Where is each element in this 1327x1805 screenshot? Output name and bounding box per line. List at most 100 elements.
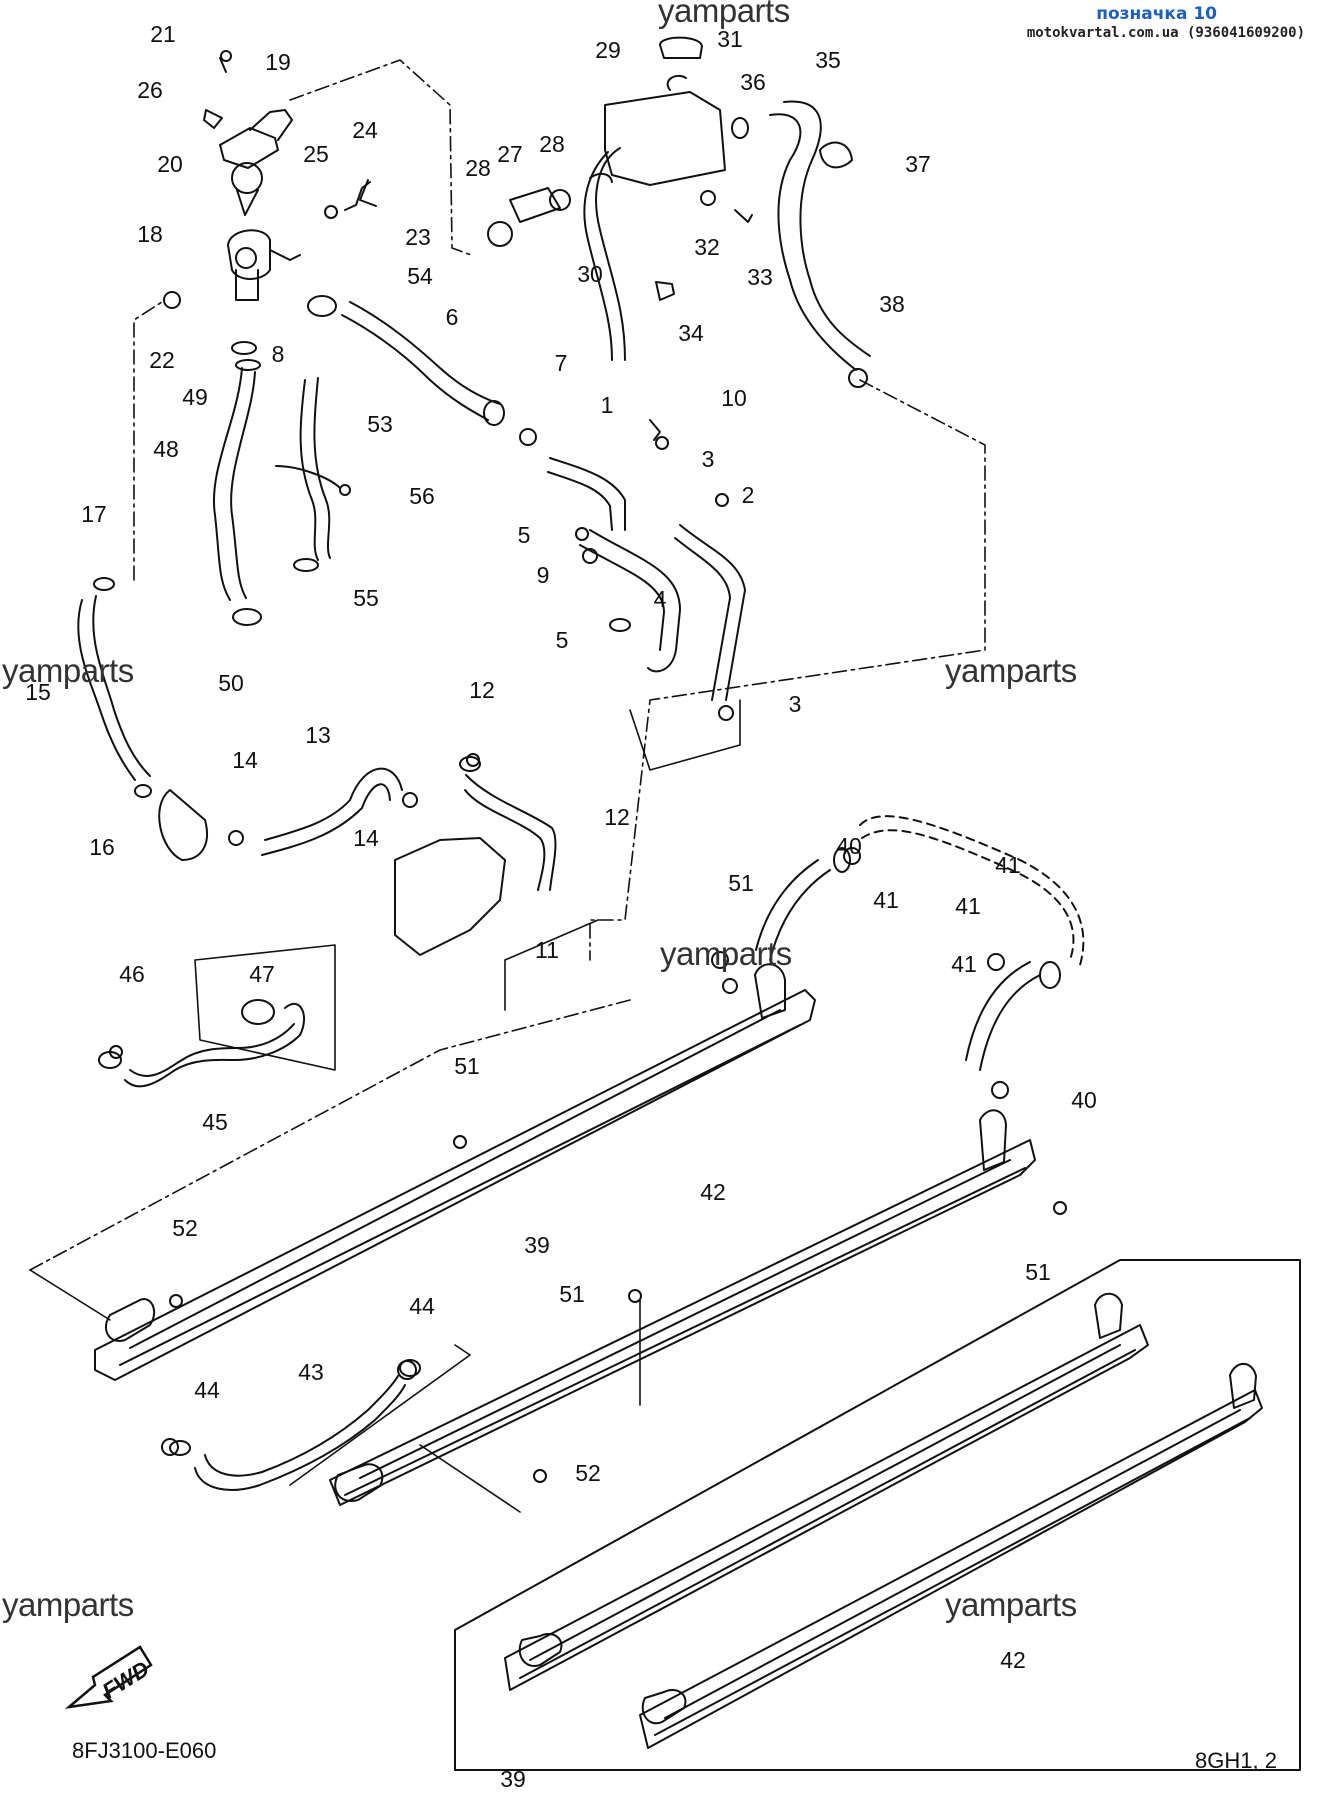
callout-number: 12 (469, 677, 495, 703)
callout-number: 44 (194, 1377, 220, 1403)
callout-number: 3 (789, 691, 802, 717)
callout-number: 31 (717, 26, 743, 52)
callout-number: 56 (409, 483, 435, 509)
callout-number: 43 (298, 1359, 324, 1385)
callout-number: 22 (149, 347, 175, 373)
variant-box (454, 1259, 1301, 1771)
hose-53 (299, 377, 331, 561)
watermark: yamparts (945, 652, 1077, 689)
callout-number: 44 (409, 1293, 435, 1319)
callout-number: 20 (157, 151, 183, 177)
callout-number: 39 (500, 1766, 526, 1792)
callout-number: 32 (694, 234, 720, 260)
callout-number: 34 (678, 320, 704, 346)
watermark: yamparts (2, 1586, 134, 1623)
fwd-arrow-icon: FWD (64, 1635, 160, 1720)
callout-number: 21 (150, 21, 176, 47)
callout-number: 9 (537, 562, 550, 588)
callout-number: 41 (995, 852, 1021, 878)
callout-number: 6 (446, 304, 459, 330)
callout-number: 41 (951, 951, 977, 977)
callout-number: 5 (518, 522, 531, 548)
callout-number: 30 (577, 261, 603, 287)
variant-label: 8GH1, 2 (1195, 1748, 1277, 1773)
callout-number: 42 (700, 1179, 726, 1205)
callout-number: 52 (172, 1215, 198, 1241)
callout-number: 46 (119, 961, 145, 987)
callout-number: 26 (137, 77, 163, 103)
callout-number: 24 (352, 117, 378, 143)
callout-number: 37 (905, 151, 931, 177)
callout-number: 7 (555, 350, 568, 376)
callout-number: 33 (747, 264, 773, 290)
watermark: yamparts (2, 652, 134, 689)
hose-48 (213, 367, 256, 601)
callout-number: 8 (272, 341, 285, 367)
diagram-code: 8FJ3100-E060 (72, 1738, 217, 1763)
callout-number: 18 (137, 221, 163, 247)
hose-40-lower (965, 961, 1041, 1071)
water-pump (394, 837, 506, 956)
callout-number: 41 (873, 887, 899, 913)
hose-35 (769, 100, 871, 371)
hose-30 (583, 147, 626, 361)
callout-number: 28 (465, 155, 491, 181)
callout-number: 11 (535, 937, 559, 963)
callout-number: 2 (742, 482, 755, 508)
callout-number: 10 (721, 385, 747, 411)
callout-number: 55 (353, 585, 379, 611)
callout-number: 28 (539, 131, 565, 157)
callout-number: 40 (1071, 1087, 1097, 1113)
callout-number: 51 (559, 1281, 585, 1307)
pipe-1 (547, 457, 626, 531)
callout-number: 42 (1000, 1647, 1026, 1673)
rail-42-variant (639, 1389, 1263, 1749)
callout-number: 45 (202, 1109, 228, 1135)
thermostat-20 (231, 162, 263, 194)
callout-number: 25 (303, 141, 329, 167)
callout-number: 39 (524, 1232, 550, 1258)
rail-42 (329, 1139, 1036, 1506)
pipe-dashed (859, 815, 1085, 966)
callout-number: 49 (182, 384, 208, 410)
callout-number: 51 (454, 1053, 480, 1079)
callout-number: 51 (1025, 1259, 1051, 1285)
callout-number: 53 (367, 411, 393, 437)
cap-31 (659, 36, 703, 59)
callout-number: 27 (497, 141, 523, 167)
outlet-elbow-19 (249, 109, 293, 141)
hose-15 (77, 595, 151, 781)
hose-2 (674, 524, 746, 701)
callout-number: 3 (702, 446, 715, 472)
callout-number: 40 (836, 833, 862, 859)
hose-11 (464, 774, 557, 891)
rail-39-variant (504, 1324, 1149, 1691)
rail-39 (94, 989, 816, 1381)
callout-number: 48 (153, 436, 179, 462)
hose-40-upper (755, 859, 831, 961)
callout-number: 41 (955, 893, 981, 919)
callout-number: 35 (815, 47, 841, 73)
hose-43 (194, 1375, 406, 1491)
header-title: позначка 10 (1096, 4, 1217, 24)
hose-45 (124, 1002, 305, 1088)
callout-number: 50 (218, 670, 244, 696)
callout-number: 52 (575, 1460, 601, 1486)
reservoir-29 (604, 91, 726, 186)
callout-number: 51 (728, 870, 754, 896)
callout-number: 16 (89, 834, 115, 860)
callout-number: 1 (601, 392, 614, 418)
watermark: yamparts (945, 1586, 1077, 1623)
callout-number: 19 (265, 49, 291, 75)
callout-number: 38 (879, 291, 905, 317)
callout-number: 15 (25, 679, 51, 705)
hose-6 (341, 301, 501, 421)
callout-number: 13 (305, 722, 331, 748)
watermark: yamparts (660, 935, 792, 972)
callout-number: 17 (81, 501, 107, 527)
callout-number: 14 (232, 747, 258, 773)
hose-27 (509, 187, 561, 223)
